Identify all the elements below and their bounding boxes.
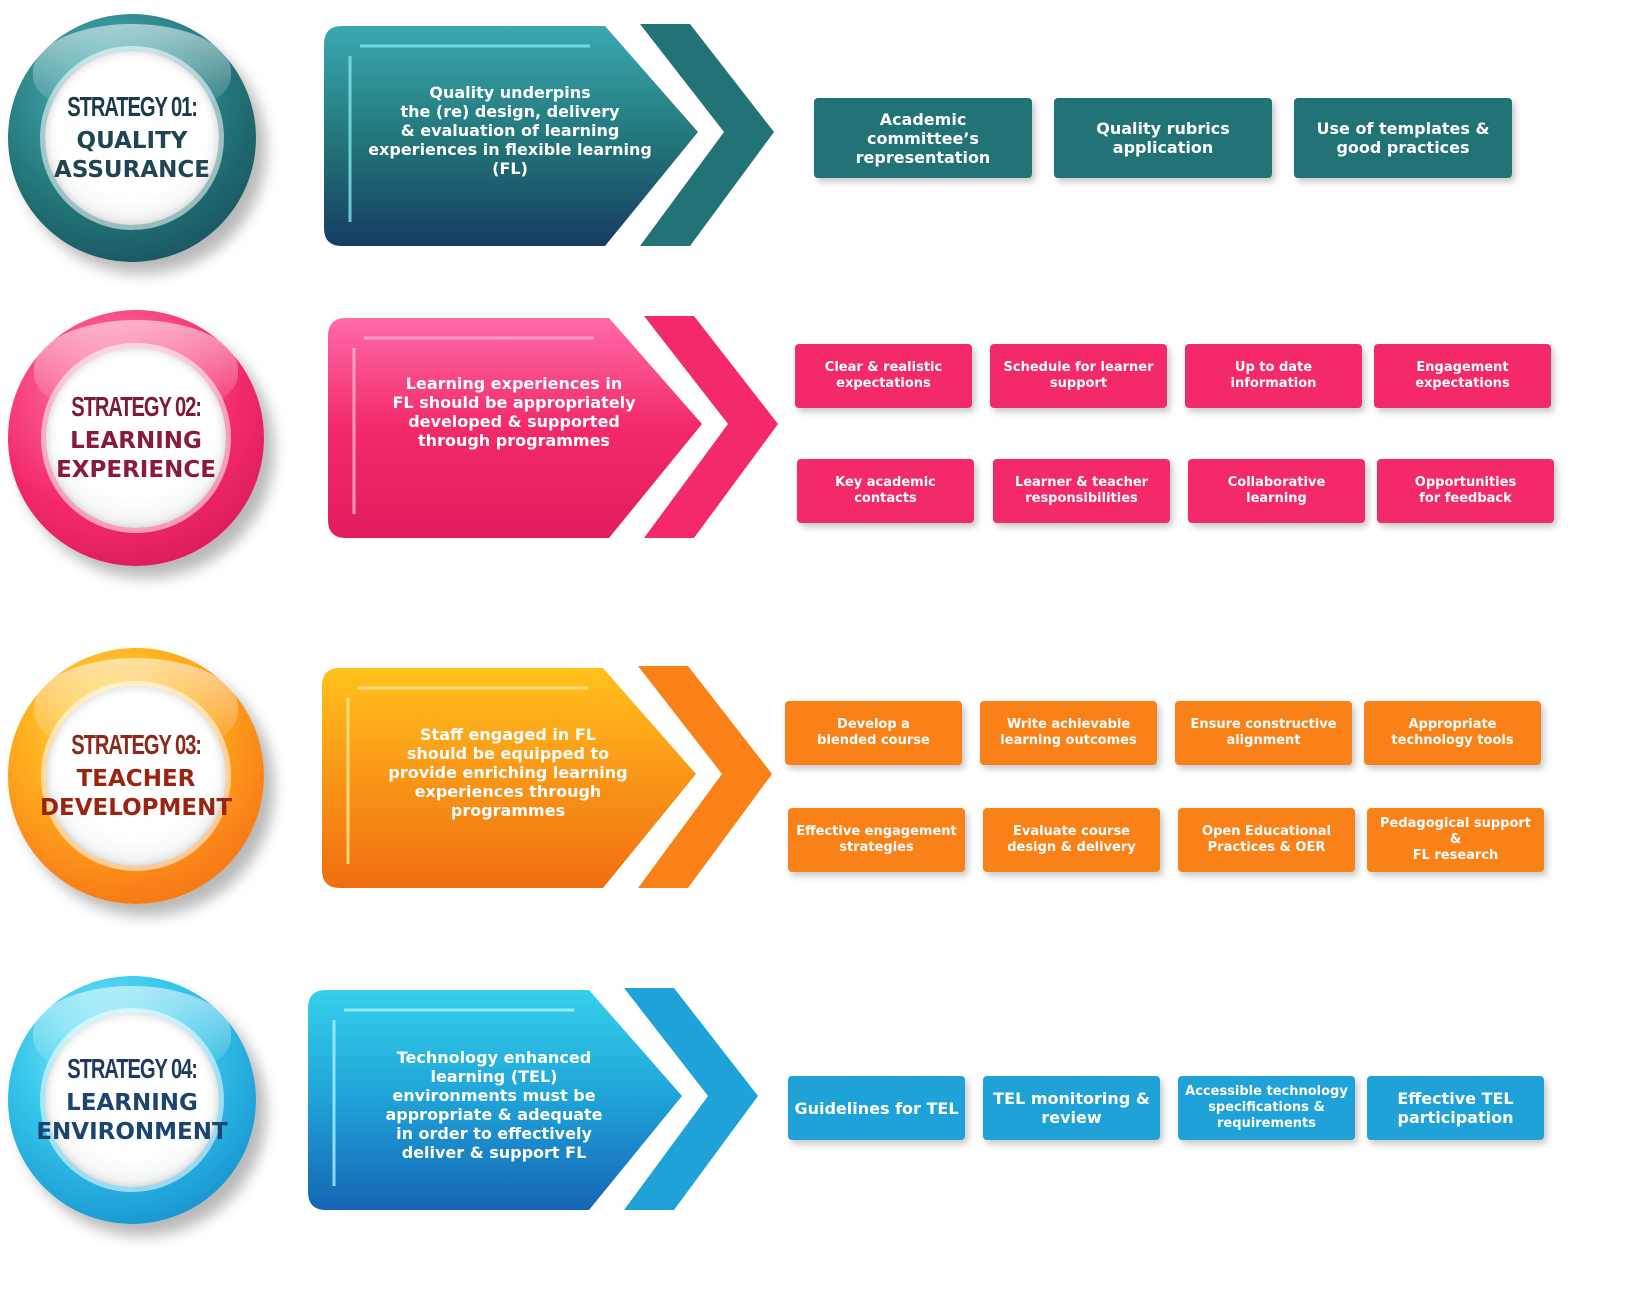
strategy-4-label: STRATEGY 04: LEARNING ENVIRONMENT	[8, 976, 256, 1224]
strategy-3-item-7: Open Educational Practices & OER	[1178, 808, 1355, 872]
strategy-3-arrow	[322, 666, 772, 888]
arrow-inner-highlight	[332, 1008, 574, 1186]
strategy-3-item-5: Effective engagement strategies	[788, 808, 965, 872]
strategy-2-item-1: Clear & realistic expectations	[795, 344, 972, 408]
badge-inner-disc	[46, 686, 226, 866]
arrow-inner-highlight	[352, 336, 594, 514]
strategy-2-item-7: Collaborative learning	[1188, 459, 1365, 523]
strategy-2-item-4: Engagement expectations	[1374, 344, 1551, 408]
arrow-inner-highlight	[348, 44, 590, 222]
strategy-2-item-2: Schedule for learner support	[990, 344, 1167, 408]
strategy-3-title-line-2: DEVELOPMENT	[39, 795, 233, 821]
strategy-3-label: STRATEGY 03: TEACHER DEVELOPMENT	[8, 648, 264, 904]
strategy-1-description: Quality underpins the (re) design, deliv…	[368, 82, 652, 178]
strategy-1-item-3: Use of templates & good practices	[1294, 98, 1512, 178]
strategy-3-item-1: Develop a blended course	[785, 701, 962, 765]
arrow-chevron	[640, 24, 774, 246]
strategy-4-item-1: Guidelines for TEL	[788, 1076, 965, 1140]
strategy-4-arrow	[308, 988, 758, 1210]
strategy-1-label: STRATEGY 01: QUALITY ASSURANCE	[8, 14, 256, 262]
strategy-4-item-4: Effective TEL participation	[1367, 1076, 1544, 1140]
strategy-2-item-5: Key academic contacts	[797, 459, 974, 523]
arrow-body	[308, 990, 682, 1210]
arrow-chevron	[624, 988, 758, 1210]
strategy-2-title-line-1: LEARNING	[70, 428, 202, 454]
strategy-4-item-2: TEL monitoring & review	[983, 1076, 1160, 1140]
strategy-4-description: Technology enhanced learning (TEL) envir…	[385, 1048, 603, 1162]
arrow-inner-highlight	[346, 686, 588, 864]
strategy-1-item-1: Academic committee’s representation	[814, 98, 1032, 178]
strategy-1-badge: STRATEGY 01: QUALITY ASSURANCE	[8, 14, 256, 262]
arrow-body	[324, 26, 698, 246]
strategy-3-item-3: Ensure constructive alignment	[1175, 701, 1352, 765]
strategy-3-title-line-1: TEACHER	[76, 766, 196, 792]
strategy-4-title-line-1: LEARNING	[66, 1090, 198, 1116]
strategy-3-item-4: Appropriate technology tools	[1364, 701, 1541, 765]
strategy-4-item-3: Accessible technology specifications & r…	[1178, 1076, 1355, 1140]
strategy-2-item-3: Up to date information	[1185, 344, 1362, 408]
arrow-chevron	[644, 316, 778, 538]
arrow-body	[328, 318, 702, 538]
strategy-2-arrow	[328, 316, 778, 538]
arrow-chevron	[638, 666, 772, 888]
strategy-3-number: STRATEGY 03:	[71, 729, 202, 760]
strategy-1-arrow	[324, 24, 774, 246]
strategy-2-badge: STRATEGY 02: LEARNING EXPERIENCE	[8, 310, 264, 566]
strategy-2-item-8: Opportunities for feedback	[1377, 459, 1554, 523]
strategy-4-title-line-2: ENVIRONMENT	[36, 1119, 228, 1145]
strategy-2-number: STRATEGY 02:	[71, 391, 202, 422]
strategy-4-number: STRATEGY 04:	[67, 1053, 198, 1084]
strategy-4-badge: STRATEGY 04: LEARNING ENVIRONMENT	[8, 976, 256, 1224]
strategy-3-item-8: Pedagogical support & FL research	[1367, 808, 1544, 872]
strategy-2-item-6: Learner & teacher responsibilities	[993, 459, 1170, 523]
strategy-3-item-2: Write achievable learning outcomes	[980, 701, 1157, 765]
strategy-1-title-line-2: ASSURANCE	[54, 157, 210, 183]
strategy-3-item-6: Evaluate course design & delivery	[983, 808, 1160, 872]
arrow-body	[322, 668, 696, 888]
strategy-2-title-line-2: EXPERIENCE	[56, 457, 216, 483]
strategy-1-number: STRATEGY 01:	[67, 91, 198, 122]
strategy-1-title-line-1: QUALITY	[76, 128, 188, 154]
strategy-3-description: Staff engaged in FL should be equipped t…	[388, 724, 628, 820]
strategy-1-item-2: Quality rubrics application	[1054, 98, 1272, 178]
strategy-3-badge: STRATEGY 03: TEACHER DEVELOPMENT	[8, 648, 264, 904]
badge-inner-disc	[46, 348, 226, 528]
strategy-2-description: Learning experiences in FL should be app…	[392, 374, 636, 450]
strategy-2-label: STRATEGY 02: LEARNING EXPERIENCE	[8, 310, 264, 566]
badge-inner-disc	[45, 51, 219, 225]
badge-inner-disc	[45, 1013, 219, 1187]
